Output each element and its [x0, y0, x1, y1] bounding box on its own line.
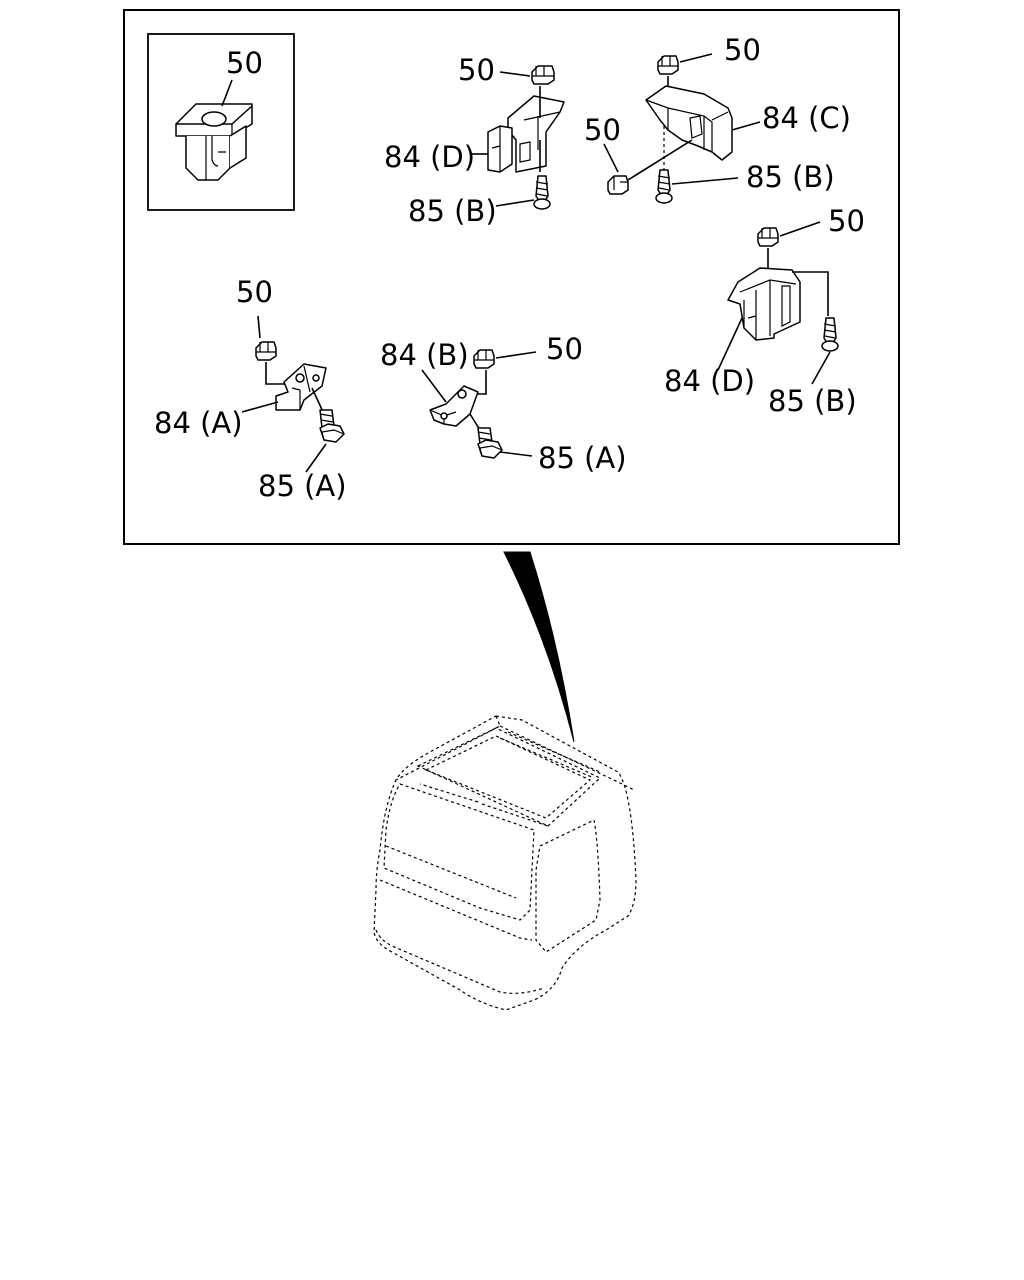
callout-bracket-center: 84 (B) [380, 338, 469, 372]
inset-clip-detail [147, 33, 295, 211]
callout-clip-top-center: 50 [458, 53, 495, 87]
top-center-group [472, 65, 565, 210]
callout-clip-left: 50 [236, 275, 273, 309]
callout-bracket-right: 84 (D) [664, 364, 755, 398]
callout-bracket-top-center: 84 (D) [384, 140, 475, 174]
callout-bracket-top-right: 84 (C) [762, 101, 851, 135]
callout-clip-center: 50 [546, 332, 583, 366]
pointer-arrow [503, 551, 575, 743]
detail-frame [123, 9, 900, 545]
callout-clip-top-right: 50 [724, 33, 761, 67]
callout-bolt-center: 85 (A) [538, 441, 627, 475]
vehicle-rear-outline [373, 715, 637, 1011]
callout-inset-clip: 50 [226, 46, 263, 80]
center-group [421, 349, 537, 459]
right-group [717, 221, 839, 385]
callout-screw-top-center: 85 (B) [408, 194, 497, 228]
callout-screw-top-right: 85 (B) [746, 160, 835, 194]
callout-bolt-left: 85 (A) [258, 469, 347, 503]
callout-screw-right: 85 (B) [768, 384, 857, 418]
top-right-group [603, 53, 761, 204]
callout-clip-right: 50 [828, 204, 865, 238]
callout-clip-mid-right: 50 [584, 113, 621, 147]
callout-bracket-left: 84 (A) [154, 406, 243, 440]
left-group [241, 315, 345, 473]
